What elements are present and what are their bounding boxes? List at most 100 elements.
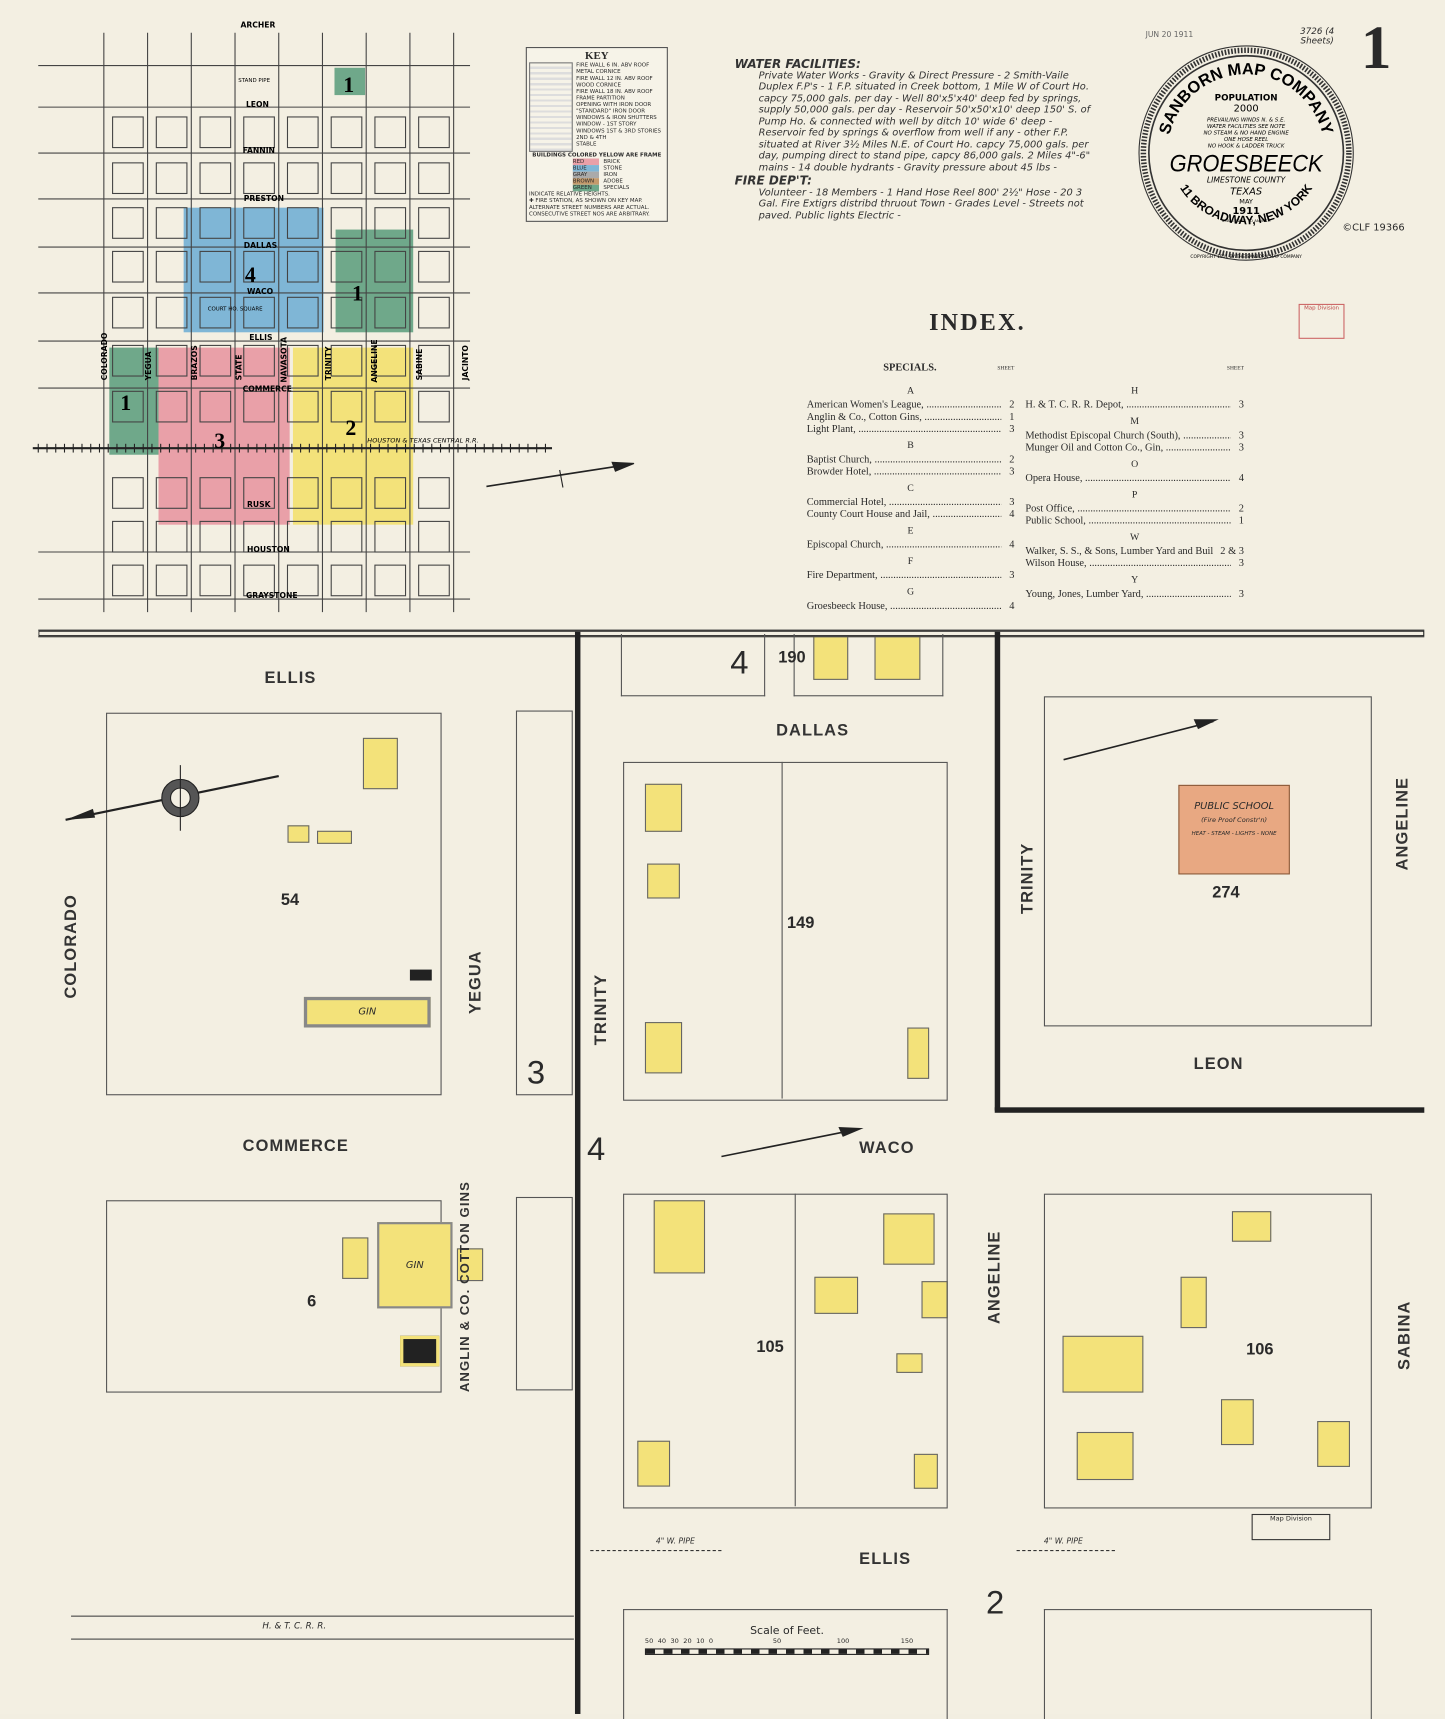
key-map-block: [374, 477, 407, 509]
key-map-block: [199, 207, 232, 239]
index-entry[interactable]: Groesbeeck House,4: [807, 601, 1015, 613]
index-entry-sheet: 2: [1238, 503, 1244, 515]
scale-tick-label: 150: [900, 1637, 914, 1646]
key-map-sheet-area: [109, 347, 159, 455]
index-entry[interactable]: Anglin & Co., Cotton Gins,1: [807, 412, 1015, 424]
dwelling-building: [1076, 1431, 1134, 1481]
key-map-block: [374, 564, 407, 597]
block-sheet-3-edge: [515, 710, 573, 1096]
key-map-sheet-1-east: 1: [352, 282, 363, 306]
index-entry[interactable]: Wilson House,3: [1025, 559, 1244, 571]
index-entry[interactable]: Opera House,4: [1025, 473, 1244, 485]
key-map-block: [199, 162, 232, 195]
seal-town: GROESBEECK: [1170, 151, 1324, 178]
index-entry[interactable]: Walker, S. S., & Sons, Lumber Yard and B…: [1025, 547, 1244, 559]
index-entry-name: Wilson House,: [1025, 559, 1231, 571]
index-entry[interactable]: Post Office,2: [1025, 504, 1244, 516]
dwelling-building: [1317, 1421, 1350, 1467]
seal-copyright: COPYRIGHT 1911 BY THE SANBORN MAP COMPAN…: [1190, 254, 1302, 260]
key-map-block: [286, 344, 319, 377]
street-angeline-middle: ANGELINE: [985, 1230, 1005, 1325]
sheet-ref-4-lower: 4: [586, 1131, 606, 1168]
key-map-block: [243, 477, 275, 509]
dwelling-building: [342, 1237, 369, 1279]
index-entry-sheet: 3: [1238, 589, 1244, 601]
scale-tick-label: 0: [708, 1637, 714, 1646]
block-number-6: 6: [307, 1292, 317, 1311]
scale-tick-label: 50: [644, 1637, 654, 1646]
index-entry[interactable]: Light Plant,3: [807, 424, 1015, 436]
key-map-block: [418, 564, 450, 597]
north-arrow-icon: [1063, 719, 1219, 761]
block-105: [623, 1193, 948, 1509]
dwelling-building: [362, 737, 398, 790]
block-number-190: 190: [778, 648, 806, 667]
key-map-block: [330, 564, 363, 597]
key-item: WOOD CORNICE: [576, 81, 621, 89]
sheet-ref-4-upper: 4: [730, 644, 749, 682]
dwelling-building: [1220, 1399, 1254, 1446]
street-commerce: COMMERCE: [243, 384, 292, 393]
block-190-west: [620, 633, 766, 697]
index-entry-name: Episcopal Church,: [807, 540, 1002, 552]
key-map-block: [199, 250, 232, 283]
index-entry[interactable]: H. & T. C. R. R. Depot,3: [1025, 400, 1244, 412]
index-entry[interactable]: County Court House and Jail,4: [807, 509, 1015, 521]
key-map-block: [286, 520, 319, 553]
index-title: INDEX.: [929, 308, 1026, 336]
seal-county: LIMESTONE COUNTY: [1207, 176, 1287, 185]
index-entry[interactable]: Young, Jones, Lumber Yard,3: [1025, 589, 1244, 601]
key-map-block: [243, 162, 275, 195]
key-map-block: [418, 116, 450, 149]
index-entry[interactable]: Commercial Hotel,3: [807, 497, 1015, 509]
index-entry-sheet: 1: [1009, 412, 1015, 424]
dwelling-building: [813, 633, 849, 680]
index-entry[interactable]: Munger Oil and Cotton Co., Gin,3: [1025, 443, 1244, 455]
key-color-material: BRICK: [603, 158, 620, 166]
block-149: [623, 761, 948, 1101]
scale-tick-label: 50: [772, 1637, 782, 1646]
key-map-block: [418, 344, 450, 377]
index-entry[interactable]: Methodist Episcopal Church (South),3: [1025, 431, 1244, 443]
index-entry-sheet: 2 & 3: [1220, 546, 1244, 558]
index-entry[interactable]: American Women's League,2: [807, 400, 1015, 412]
dwelling-building: [644, 783, 683, 832]
dwelling-building: [896, 1353, 923, 1373]
lot-line: [794, 1193, 796, 1507]
block-190: [793, 633, 944, 697]
key-map-block: [112, 520, 144, 553]
index-entry[interactable]: Fire Department,3: [807, 571, 1015, 583]
key-map-block: [418, 520, 450, 553]
seal-population: 2000: [1234, 103, 1259, 114]
index-letter: H: [1131, 384, 1139, 396]
key-map-block: [155, 520, 188, 553]
key-map-block: [199, 296, 232, 329]
key-map-block: [112, 116, 144, 149]
seal-note: NO STEAM & NO HAND ENGINE: [1203, 130, 1289, 136]
index-entry-name: Browder Hotel,: [807, 467, 1002, 479]
north-arrow-icon: [721, 1126, 864, 1158]
key-map-block: [418, 207, 450, 239]
street-sabina: SABINA: [1395, 1300, 1414, 1370]
index-entry[interactable]: Public School,1: [1025, 516, 1244, 528]
seal-note: NO HOOK & LADDER TRUCK: [1208, 144, 1285, 150]
index-entry[interactable]: Browder Hotel,3: [807, 467, 1015, 479]
street-sabine: SABINE: [415, 349, 424, 381]
index-entry-sheet: 3: [1009, 497, 1015, 509]
dwelling-building: [644, 1022, 683, 1074]
key-map-sheet-4: 4: [245, 263, 256, 287]
seal-scale: SCALE 50 FT. TO AN INCH: [1222, 218, 1271, 223]
court-house-square-label: COURT HO. SQUARE: [208, 306, 263, 312]
index-entry[interactable]: Episcopal Church,4: [807, 540, 1015, 552]
key-item: STABLE: [576, 141, 597, 148]
index-entry[interactable]: Baptist Church,2: [807, 455, 1015, 467]
index-entry-name: American Women's League,: [807, 400, 1002, 412]
key-map-block: [374, 390, 407, 423]
key-color-material: ADOBE: [603, 178, 623, 185]
sheet-count-note: 3726 (4 Sheets): [1300, 26, 1335, 46]
index-sheet-label: SHEET: [997, 366, 1015, 372]
